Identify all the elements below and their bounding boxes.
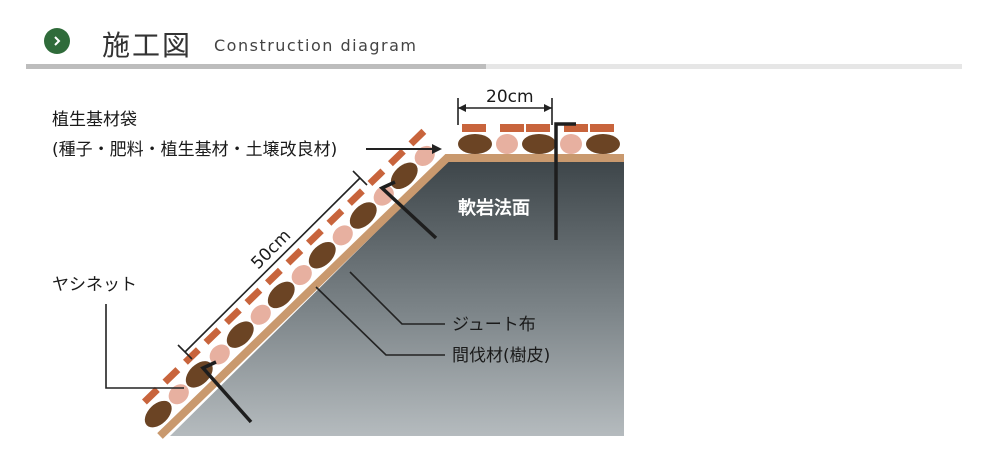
label-bag-contents: (種子・肥料・植生基材・土壌改良材) <box>52 140 337 160</box>
vegetation-bag <box>496 134 518 154</box>
net-strand <box>224 307 242 326</box>
label-net: ヤシネット <box>52 275 137 295</box>
vegetation-bag <box>373 185 394 206</box>
page-subtitle: Construction diagram <box>214 36 418 55</box>
bag-group-top <box>458 124 620 154</box>
vegetation-bag <box>168 384 189 405</box>
net-strand <box>326 208 345 226</box>
dimension-tick <box>352 170 368 186</box>
vegetation-bag <box>586 134 620 154</box>
vegetation-bag <box>226 321 254 348</box>
label-bag-title: 植生基材袋 <box>52 110 137 130</box>
net-strand <box>265 267 283 286</box>
vegetation-bag <box>560 134 582 154</box>
vegetation-bag <box>522 134 556 154</box>
arrowhead <box>432 144 442 154</box>
net-strand <box>408 128 427 147</box>
net-strand <box>388 148 406 167</box>
net-strand <box>244 287 263 306</box>
anchor-stake <box>378 180 438 240</box>
leader-line-jute <box>349 271 445 325</box>
anchor-stake <box>554 122 576 240</box>
section-header: 施工図 Construction diagram <box>44 24 964 64</box>
label-jute: ジュート布 <box>452 315 536 335</box>
header-divider <box>26 64 962 69</box>
arrowhead <box>458 104 466 112</box>
dimension-line-slope <box>184 177 361 353</box>
jute-layer <box>157 154 624 439</box>
net-strand <box>347 188 365 206</box>
header-divider-accent <box>26 64 486 69</box>
net-strand <box>526 124 550 132</box>
net-strand <box>306 228 324 246</box>
rock-slope-body <box>170 162 624 436</box>
chevron-right-icon <box>44 28 70 54</box>
label-rock: 軟岩法面 <box>458 197 530 219</box>
page-title: 施工図 <box>102 29 193 62</box>
vegetation-bag <box>458 134 492 154</box>
net-strand <box>564 124 588 132</box>
anchor-stake <box>200 360 253 424</box>
net-strand <box>183 347 201 365</box>
vegetation-bag <box>308 241 336 269</box>
vegetation-bag <box>291 265 312 286</box>
label-bark: 間伐材(樹皮) <box>452 346 550 366</box>
arrowhead <box>544 104 552 112</box>
dimension-label-top: 20cm <box>486 87 534 107</box>
net-strand <box>142 386 160 405</box>
vegetation-bag <box>332 225 353 246</box>
net-strand <box>285 247 304 266</box>
vegetation-bag <box>414 145 435 166</box>
net-strand <box>500 124 524 132</box>
net-strand <box>462 124 486 132</box>
bag-group <box>142 128 435 428</box>
net-strand <box>203 327 222 345</box>
net-strand <box>590 124 614 132</box>
leader-line-bark <box>315 286 445 356</box>
vegetation-bag <box>267 281 295 309</box>
vegetation-bag <box>390 162 418 190</box>
vegetation-bag <box>144 400 172 428</box>
vegetation-bag <box>209 344 230 365</box>
leader-line-net <box>105 304 184 389</box>
net-strand <box>367 168 386 187</box>
vegetation-bag <box>250 304 271 325</box>
dimension-tick <box>177 344 193 360</box>
vegetation-bag <box>349 202 377 229</box>
net-strand <box>162 367 181 385</box>
